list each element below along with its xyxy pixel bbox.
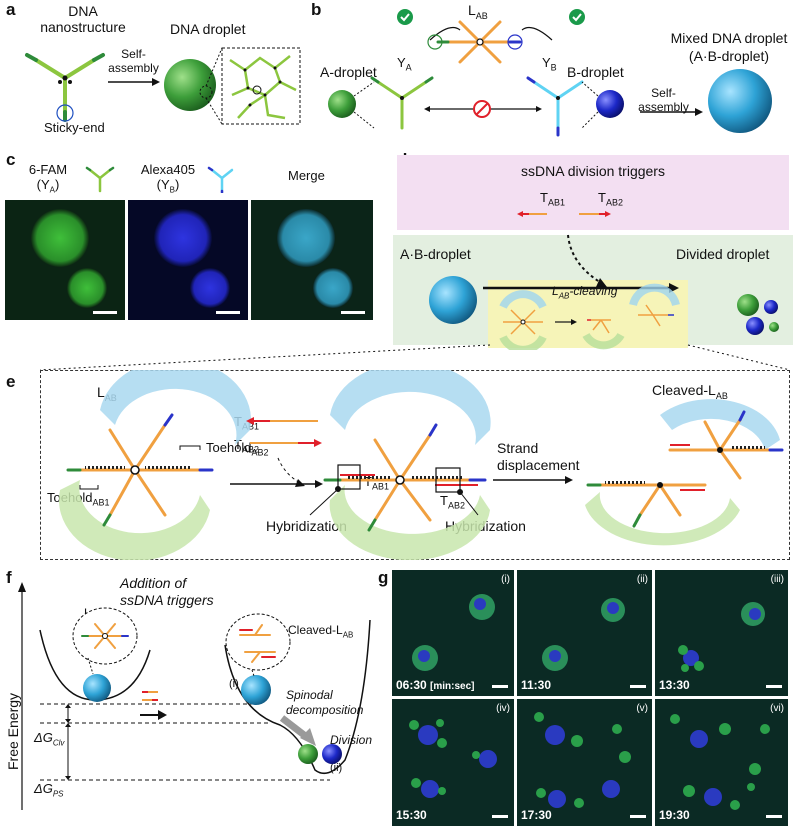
- tab2-label-e2: TAB2: [440, 493, 465, 511]
- strand-displacement-label: Strand displacement: [497, 440, 580, 473]
- ya-small-icon: [85, 166, 115, 193]
- channel-merge-label: Merge: [288, 168, 325, 183]
- hybridization-label-1: Hybridization: [266, 518, 347, 534]
- panel-b-label: b: [311, 0, 322, 19]
- green-droplet-icon: [164, 59, 216, 111]
- panel-f-energy-diagram: [18, 582, 371, 810]
- a-droplet-label: A-droplet: [320, 64, 377, 80]
- ab-droplet-icon: [429, 276, 477, 324]
- tab2-label-d: TAB2: [598, 190, 623, 208]
- channel-alexa-label: Alexa405 (YB): [140, 162, 196, 195]
- a-droplet-icon: [328, 90, 356, 118]
- scale-bar: [216, 311, 240, 314]
- panel-a-label: a: [6, 0, 16, 19]
- prohibited-icon: [473, 100, 491, 118]
- dg-ps-label: ΔGPS: [34, 781, 64, 799]
- channel-6fam-label: 6-FAM (YA): [28, 162, 68, 195]
- timelapse-frame-6: (vi) 19:30: [655, 699, 788, 826]
- self-assembly-label-b: Self- assembly: [638, 86, 689, 114]
- y-nanostructure-icon: [25, 53, 105, 122]
- scale-bar: [341, 311, 365, 314]
- triggers-box: [397, 155, 789, 230]
- sticky-end-circle: [56, 104, 74, 122]
- dg-clv-label: ΔGClv: [34, 730, 65, 748]
- mixed-droplet-subtitle: (A·B-droplet): [688, 48, 770, 64]
- b-droplet-label: B-droplet: [567, 64, 624, 80]
- b-droplet-icon: [596, 90, 624, 118]
- ssdna-triggers-title: ssDNA division triggers: [521, 163, 665, 179]
- panel-d-drawing: [429, 211, 779, 350]
- sticky-end-label: Sticky-end: [44, 120, 105, 135]
- check-icon: [397, 9, 413, 25]
- mini-cleaved-icon: [582, 319, 625, 350]
- ya-structure-icon: [370, 76, 434, 130]
- check-icon: [569, 9, 585, 25]
- lab-hybridized-icon: [309, 370, 491, 560]
- scale-bar: [93, 311, 117, 314]
- timelapse-frame-3: (iii) 13:30: [655, 570, 788, 696]
- panel-a-drawing: [25, 47, 301, 125]
- addition-triggers-label: Addition of ssDNA triggers: [120, 575, 214, 608]
- lab-large-icon: [58, 370, 252, 560]
- spinodal-label: Spinodal decomposition: [286, 688, 364, 717]
- ab-droplet-label: A·B-droplet: [400, 246, 471, 262]
- timelapse-frame-1: (i) 06:30 [min:sec]: [392, 570, 514, 696]
- tab1-label-d: TAB1: [540, 190, 565, 208]
- state-i-label: (i): [229, 678, 239, 690]
- mixed-droplet-icon: [708, 69, 772, 133]
- yb-small-icon: [207, 166, 234, 193]
- dna-nanostructure-title: DNA nanostructure: [40, 3, 126, 35]
- cleaved-lab-label-e: Cleaved-LAB: [652, 382, 728, 401]
- yb-label-b: YB: [542, 55, 557, 73]
- ya-label-b: YA: [397, 55, 412, 73]
- toehold2-label: ToeholdAB2: [206, 440, 269, 458]
- panel-b-drawing: [328, 9, 772, 137]
- timelapse-frame-2: (ii) 11:30: [517, 570, 652, 696]
- cleaved-label-f: Cleaved-LAB: [288, 623, 354, 640]
- lab-label-b: LAB: [468, 2, 488, 21]
- panel-c-label: c: [6, 150, 16, 169]
- lab-structure-icon: [436, 20, 522, 64]
- mini-cleaved-icon: [629, 283, 680, 327]
- panel-e-label: e: [6, 372, 16, 391]
- microscopy-panel-c: [5, 200, 373, 320]
- self-assembly-label-a: Self- assembly: [108, 47, 159, 75]
- dna-droplet-title: DNA droplet: [170, 21, 246, 37]
- panel-f-label: f: [6, 568, 12, 587]
- panel-g-label: g: [378, 568, 389, 587]
- network-icon: [229, 55, 297, 120]
- timelapse-frame-5: (v) 17:30: [517, 699, 652, 826]
- divided-droplet-label: Divided droplet: [676, 246, 770, 262]
- panel-e-drawing: [58, 370, 784, 560]
- mini-lab-icon: [499, 290, 547, 350]
- tab2-label-e: TAB2: [234, 437, 259, 455]
- timelapse-frame-4: (iv) 15:30: [392, 699, 514, 826]
- yb-structure-icon: [526, 76, 584, 137]
- division-label: Division: [330, 733, 373, 747]
- zoom-lines: [39, 344, 791, 371]
- cleaved-lab-icon: [585, 399, 784, 546]
- mixed-droplet-title: Mixed DNA droplet: [670, 30, 788, 46]
